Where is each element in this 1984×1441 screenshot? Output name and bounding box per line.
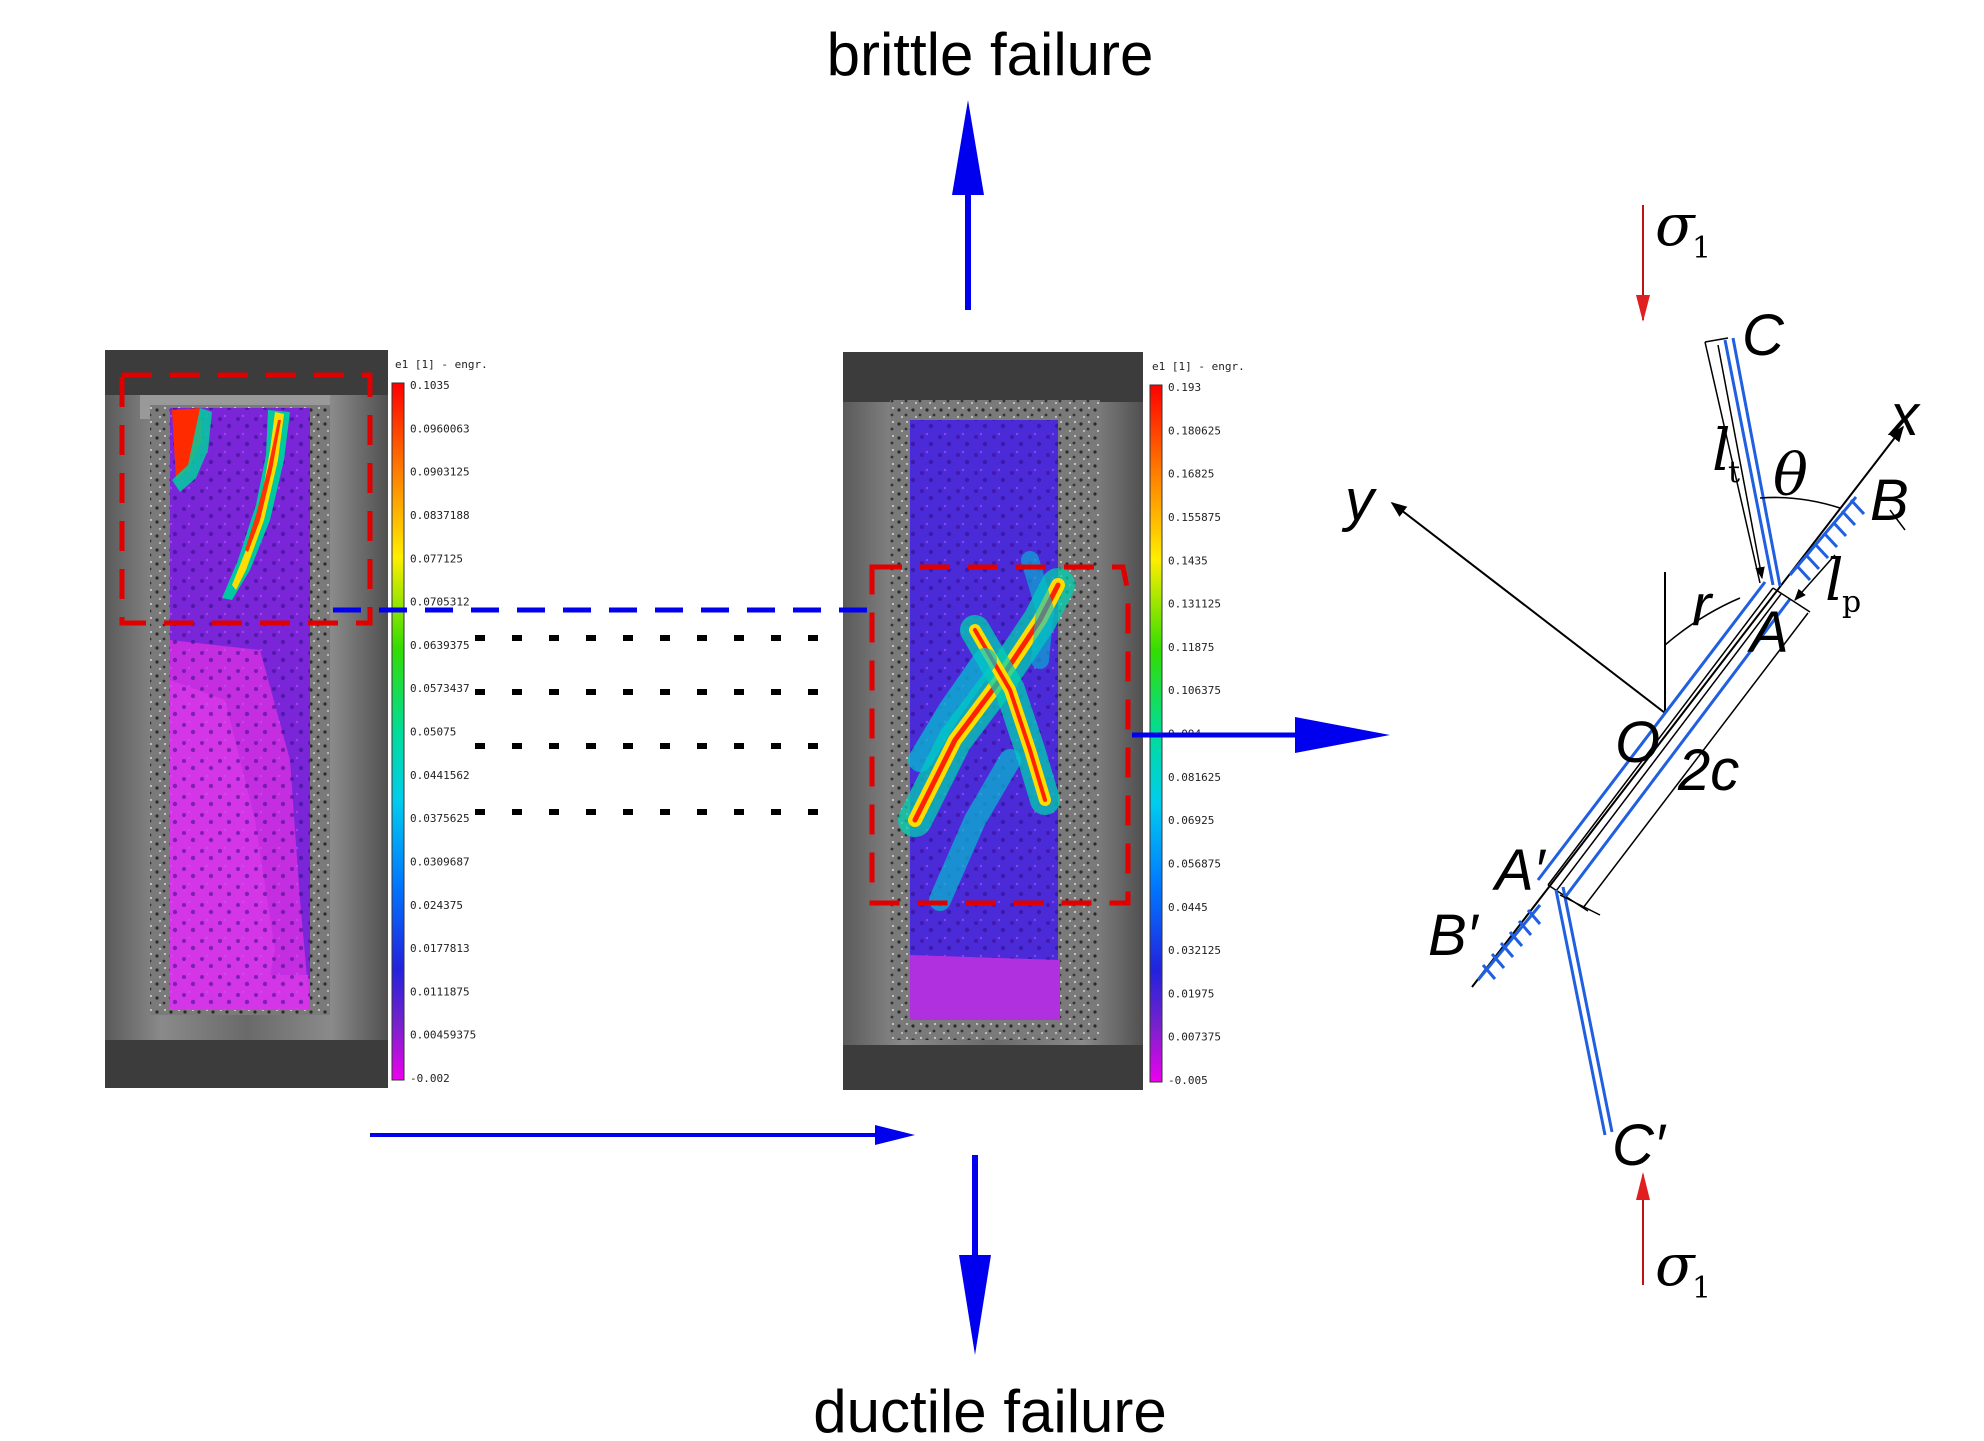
colorbar-tick-label: 0.180625 <box>1168 424 1221 437</box>
label-A-prime: A′ <box>1492 838 1547 903</box>
colorbar-tick-label: 0.0705312 <box>410 596 470 609</box>
colorbar-tick-label: 0.0375625 <box>410 812 470 825</box>
to-diagram-arrow <box>1132 717 1390 753</box>
colorbar-tick-label: 0.05075 <box>410 726 456 739</box>
label-lt: l <box>1712 416 1731 484</box>
label-O: O <box>1615 710 1660 775</box>
colorbar-tick-label: 0.131125 <box>1168 598 1221 611</box>
colorbar-tick-label: 0.1035 <box>410 379 450 392</box>
colorbar-tick-label: 0.106375 <box>1168 684 1221 697</box>
colorbar-tick-label: 0.007375 <box>1168 1031 1221 1044</box>
colorbar-tick-label: 0.00459375 <box>410 1029 476 1042</box>
left-dic-image <box>105 350 405 1088</box>
colorbar-tick-label: 0.06925 <box>1168 814 1214 827</box>
brittle-failure-label: brittle failure <box>827 21 1154 88</box>
crack-diagram <box>1390 205 1906 1285</box>
right-dic-image <box>843 352 1163 1090</box>
colorbar-tick-label: -0.002 <box>410 1072 450 1085</box>
label-lt-subscript: t <box>1728 455 1740 490</box>
label-theta: θ <box>1773 441 1808 509</box>
colorbar-tick-label: 0.11875 <box>1168 641 1214 654</box>
colorbar-tick-label: 0.056875 <box>1168 857 1221 870</box>
right-colorbar-ticks: 0.193 0.180625 0.16825 0.155875 0.1435 0.1311… <box>1168 381 1221 1087</box>
colorbar-tick-label: 0.0960063 <box>410 422 470 435</box>
ductile-arrow <box>959 1155 991 1355</box>
colorbar-tick-label: 0.0309687 <box>410 855 470 868</box>
label-lp: l <box>1825 546 1844 614</box>
colorbar-tick-label: 0.0445 <box>1168 901 1208 914</box>
label-C: C <box>1742 303 1785 368</box>
black-dotted-connectors <box>475 635 830 815</box>
colorbar-tick-label: 0.024375 <box>410 899 463 912</box>
colorbar-tick-label: 0.1435 <box>1168 554 1208 567</box>
colorbar-tick-label: 0.0177813 <box>410 942 470 955</box>
colorbar-tick-label: 0.0639375 <box>410 639 470 652</box>
colorbar-tick-label: -0.005 <box>1168 1074 1208 1087</box>
sigma1-top-subscript: 1 <box>1692 231 1711 266</box>
sigma1-bottom-label: σ <box>1655 1231 1696 1299</box>
colorbar-tick-label: 0.155875 <box>1168 511 1221 524</box>
label-lp-subscript: p <box>1842 585 1861 620</box>
colorbar-tick-label: 0.0903125 <box>410 466 470 479</box>
colorbar-tick-label: 0.0441562 <box>410 769 470 782</box>
label-C-prime: C′ <box>1612 1113 1667 1178</box>
label-y-axis: y <box>1341 468 1377 533</box>
sigma1-bottom-subscript: 1 <box>1692 1271 1711 1306</box>
label-A: A <box>1747 600 1789 665</box>
label-r: r <box>1692 573 1714 638</box>
colorbar-tick-label: 0.01975 <box>1168 987 1214 1000</box>
right-red-dashed-box <box>869 564 1131 906</box>
colorbar-tick-label: 0.032125 <box>1168 944 1221 957</box>
left-colorbar-ticks: 0.1035 0.0960063 0.0903125 0.0837188 0.07712… <box>410 379 476 1085</box>
ductile-failure-label: ductile failure <box>813 1378 1167 1441</box>
brittle-arrow <box>952 100 984 310</box>
label-x-axis: x <box>1887 383 1921 448</box>
label-2c: 2c <box>1677 738 1739 803</box>
sigma1-top-label: σ <box>1655 191 1696 259</box>
colorbar-tick-label: 0.0837188 <box>410 509 470 522</box>
colorbar-tick-label: 0.16825 <box>1168 468 1214 481</box>
colorbar-tick-label: 0.0573437 <box>410 682 470 695</box>
right-colorbar-title: e1 [1] - engr. <box>1152 360 1245 373</box>
colorbar-tick-label: 0.081625 <box>1168 771 1221 784</box>
bottom-progress-arrow <box>370 1125 915 1145</box>
label-B-prime: B′ <box>1428 903 1480 968</box>
left-red-dashed-box <box>119 372 373 626</box>
left-colorbar-title: e1 [1] - engr. <box>395 358 488 371</box>
label-B: B <box>1870 468 1909 533</box>
colorbar-tick-label: 0.0111875 <box>410 985 470 998</box>
colorbar-tick-label: 0.077125 <box>410 552 463 565</box>
colorbar-tick-label: 0.193 <box>1168 381 1201 394</box>
